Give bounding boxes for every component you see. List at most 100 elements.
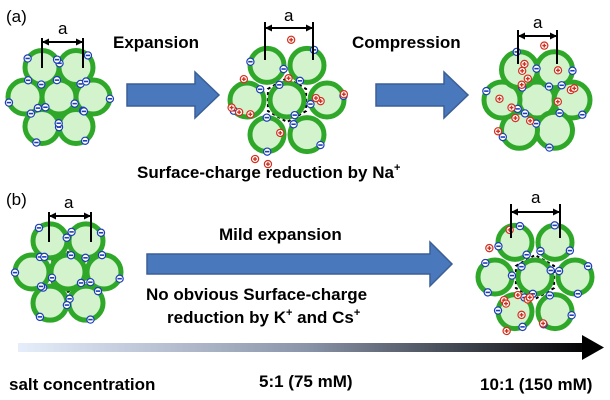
k-cs-caption-line1: No obvious Surface-charge (146, 285, 367, 304)
counterion (276, 128, 285, 138)
negative-charge (79, 107, 89, 116)
lattice-hexagon (514, 253, 556, 301)
counterion (517, 66, 527, 76)
lattice-label: a (58, 19, 68, 38)
negative-charge (67, 227, 76, 237)
negative-charge (507, 271, 517, 280)
negative-charge (40, 252, 49, 262)
negative-charge (97, 250, 107, 260)
counterion (227, 103, 236, 112)
compression-label: Compression (352, 33, 461, 52)
mild-expansion-label: Mild expansion (219, 225, 342, 244)
counterion (239, 74, 249, 84)
negative-charge (290, 110, 299, 120)
negative-charge (567, 311, 576, 320)
lattice-marker-b1: a (48, 193, 92, 242)
negative-charge (493, 306, 503, 315)
negative-charge (546, 266, 555, 275)
counterion (525, 293, 535, 302)
negative-charge (482, 86, 491, 96)
negative-charge (52, 75, 62, 85)
negative-charge (23, 76, 33, 85)
nanoparticle (287, 115, 327, 155)
negative-charge (522, 250, 531, 259)
counterion (553, 97, 563, 106)
counterion (540, 41, 549, 50)
counterion (553, 66, 563, 75)
counterion (507, 103, 516, 112)
gradient-arrowhead (582, 335, 604, 360)
salt-gradient-bar (18, 343, 593, 352)
negative-charge (246, 57, 255, 66)
negative-charge (295, 76, 305, 86)
negative-charge (86, 315, 95, 324)
negative-charge (518, 322, 527, 332)
negative-charge (573, 289, 582, 298)
counterion (234, 107, 244, 117)
lattice-marker-a2: a (264, 6, 314, 60)
mild-expansion-arrow (146, 240, 454, 288)
negative-charge (306, 99, 315, 109)
counterion (520, 59, 529, 69)
negative-charge (255, 85, 265, 94)
negative-charge (316, 140, 325, 150)
negative-charge (65, 294, 74, 304)
negative-charge (26, 109, 36, 118)
panel-a-label: (a) (6, 7, 27, 26)
counterion (495, 94, 504, 103)
lattice-hexagon (266, 76, 308, 124)
salt-concentration-label: salt concentration (9, 375, 155, 394)
lattice-marker-a1: a (41, 19, 84, 68)
counterion (339, 90, 349, 99)
negative-charge (555, 108, 564, 118)
negative-charge (80, 136, 90, 146)
ratio-5-1-label: 5:1 (75 mM) (259, 372, 353, 391)
counterion (511, 113, 520, 123)
negative-charge (37, 80, 46, 89)
negative-charge (532, 64, 541, 73)
negative-charge (52, 55, 62, 64)
negative-charge (115, 274, 124, 283)
counterion (502, 326, 511, 336)
counterion (263, 159, 273, 169)
negative-charge (70, 99, 79, 108)
negative-charge (545, 291, 554, 300)
negative-charge (512, 47, 521, 57)
counterion (286, 35, 296, 45)
ratio-10-1-label: 10:1 (150 mM) (480, 375, 592, 394)
panel-b-label: (b) (6, 190, 27, 209)
counterion (517, 310, 526, 320)
negative-charge (81, 77, 91, 86)
lattice-label: a (284, 6, 294, 25)
counterion (523, 74, 532, 83)
expansion-label: Expansion (113, 33, 199, 52)
negative-charge (81, 253, 90, 263)
negative-charge (520, 109, 530, 118)
cluster-initial (4, 48, 115, 147)
negative-charge (263, 147, 272, 156)
lattice-label: a (64, 193, 74, 212)
negative-charge (93, 286, 103, 296)
negative-charge (41, 103, 50, 112)
negative-charge (568, 66, 577, 75)
negative-charge (47, 273, 57, 282)
cluster-compressed (481, 41, 593, 152)
negative-charge (544, 82, 554, 91)
negative-charge (565, 246, 575, 255)
lattice-hexagon (49, 251, 87, 293)
negative-charge (76, 278, 86, 288)
nanoparticle (534, 109, 575, 151)
negative-charge (10, 268, 20, 277)
nanoparticle (287, 45, 327, 85)
negative-charge (105, 94, 115, 103)
na-caption: Surface-charge reduction by Na+ (137, 162, 400, 182)
negative-charge (554, 266, 564, 276)
negative-charge (33, 103, 43, 113)
counterion (517, 80, 526, 89)
negative-charge (35, 312, 45, 322)
counterion (538, 319, 548, 328)
counterion (246, 110, 255, 119)
negative-charge (583, 261, 593, 271)
cluster-expanded (227, 35, 349, 169)
